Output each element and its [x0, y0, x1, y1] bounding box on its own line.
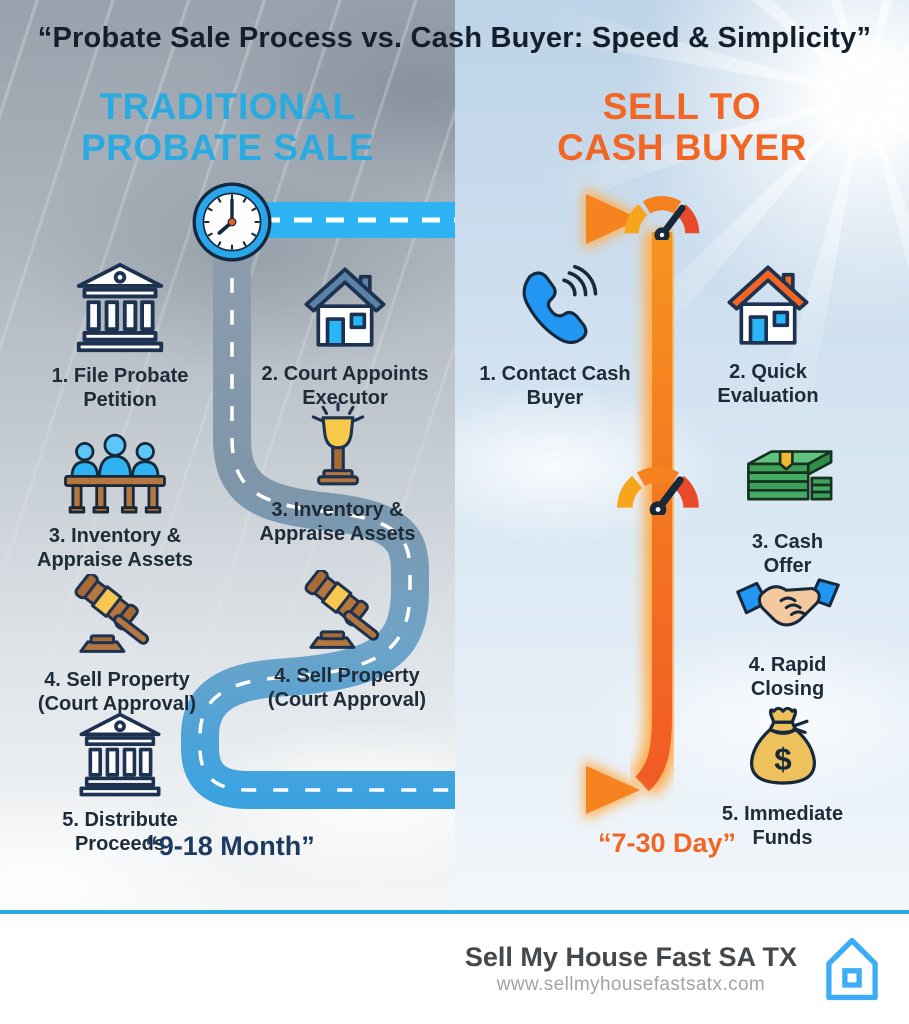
heading-line: SELL TO: [602, 86, 762, 127]
people-table-icon: [60, 424, 170, 516]
money-bag-icon: [737, 702, 829, 794]
cash-step-1: 1. Contact Cash Buyer: [465, 264, 645, 410]
step-label: 4. Sell Property (Court Approval): [267, 665, 427, 711]
bank-icon: [75, 710, 165, 800]
heading-line: CASH BUYER: [557, 127, 807, 169]
handshake-icon: [736, 565, 840, 645]
probate-step-5: 5. Distribute Proceeds: [25, 710, 215, 856]
phone-icon: [510, 264, 600, 354]
heading-line: PROBATE SALE: [80, 127, 375, 169]
step-label: 2. Quick Evaluation: [717, 361, 819, 407]
house-icon: [299, 262, 391, 354]
trophy-icon: [294, 402, 382, 490]
gavel-icon: [74, 574, 160, 660]
step-label: 1. File Probate Petition: [51, 365, 189, 411]
step-label: 5. Immediate Funds: [721, 803, 844, 849]
cash-step-5: 5. Immediate Funds: [695, 702, 870, 850]
probate-step-3b: 3. Inventory & Appraise Assets: [240, 402, 435, 546]
step-label: 5. Distribute Proceeds: [62, 809, 178, 855]
website-url: www.sellmyhousefastsatx.com: [496, 973, 766, 995]
cash-stack-icon: [738, 434, 838, 522]
footer: Sell My House Fast SA TX www.sellmyhouse…: [0, 910, 909, 1024]
house-icon: [722, 260, 814, 352]
step-label: 3. Cash Offer: [751, 531, 824, 577]
cash-step-4: 4. Rapid Closing: [700, 565, 875, 701]
step-label: 4. Sell Property (Court Approval): [37, 669, 197, 715]
step-label: 3. Inventory & Appraise Assets: [259, 499, 416, 545]
step-label: 3. Inventory & Appraise Assets: [37, 525, 193, 571]
probate-step-3a: 3. Inventory & Appraise Assets: [10, 424, 220, 572]
step-label: 1. Contact Cash Buyer: [479, 363, 631, 409]
probate-step-2: 2. Court Appoints Executor: [250, 262, 440, 410]
home-outline-icon: [825, 937, 879, 1001]
brand-name: Sell My House Fast SA TX: [464, 942, 797, 973]
cash-duration: “7-30 Day”: [597, 828, 737, 858]
probate-step-1: 1. File Probate Petition: [25, 260, 215, 412]
probate-step-4b: 4. Sell Property (Court Approval): [242, 570, 452, 712]
probate-step-4a: 4. Sell Property (Court Approval): [12, 574, 222, 716]
gavel-icon: [304, 570, 390, 656]
page-title: “Probate Sale Process vs. Cash Buyer: Sp…: [37, 22, 872, 54]
cash-step-3: 3. Cash Offer: [700, 434, 875, 578]
step-label: 4. Rapid Closing: [748, 654, 827, 700]
cash-step-2: 2. Quick Evaluation: [678, 260, 858, 408]
sunny-sky-background: [455, 0, 909, 912]
step-label: 2. Court Appoints Executor: [261, 363, 429, 409]
footer-text: Sell My House Fast SA TX www.sellmyhouse…: [465, 942, 797, 995]
heading-line: TRADITIONAL: [99, 86, 356, 127]
probate-duration: “9-18 Month”: [145, 831, 315, 861]
bank-icon: [72, 260, 168, 356]
